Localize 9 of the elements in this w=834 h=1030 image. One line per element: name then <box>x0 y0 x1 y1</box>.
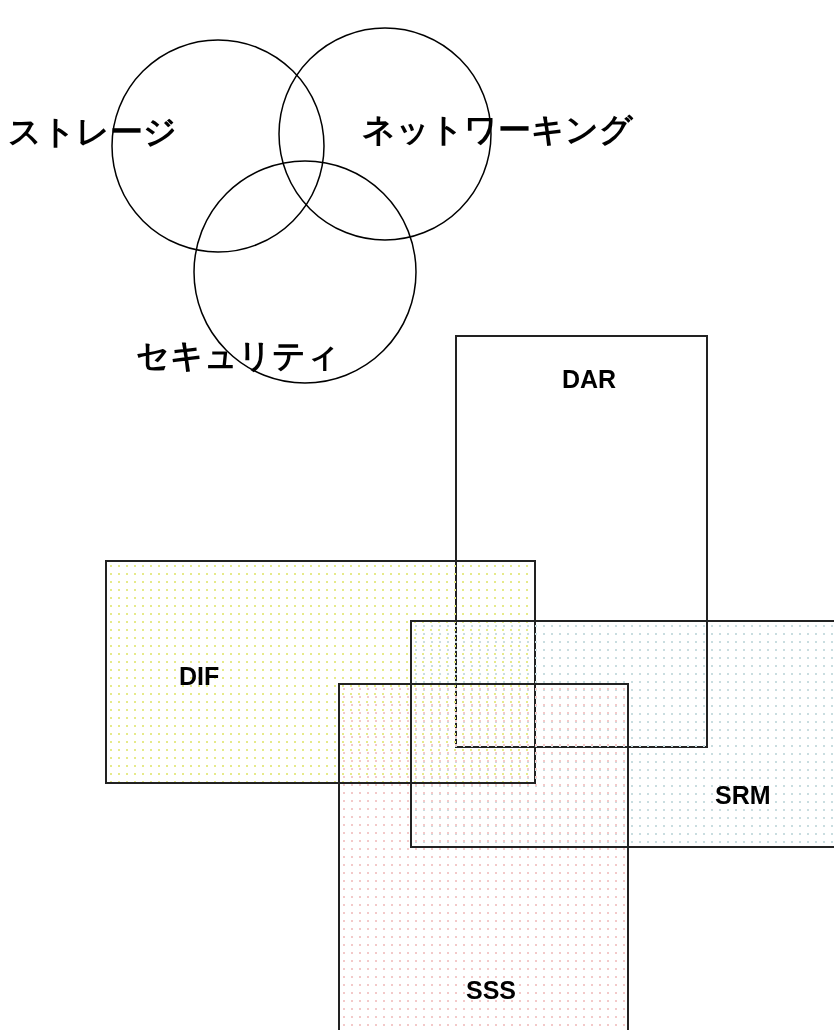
rectangle-label: DAR <box>562 364 617 394</box>
rectangle <box>338 683 629 1030</box>
rectangle-label: SRM <box>715 780 771 810</box>
rectangle-label: DIF <box>179 661 220 691</box>
rectangle <box>105 560 536 784</box>
rectangle-label: SSS <box>466 975 517 1005</box>
circle-label: セキュリティ <box>136 336 340 376</box>
rectangle <box>455 335 708 748</box>
rectangle <box>410 620 834 848</box>
